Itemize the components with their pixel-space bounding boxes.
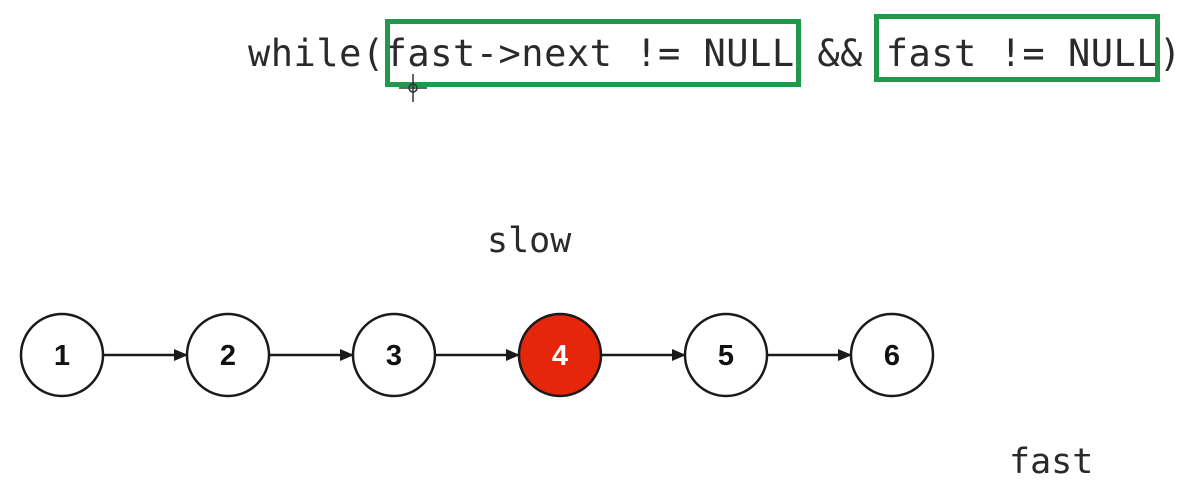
list-node-1 [19, 312, 105, 398]
list-node-label: 5 [718, 340, 734, 372]
code-and-operator: && [794, 32, 886, 75]
code-condition-fast: fast != NULL [885, 32, 1160, 75]
list-node-4 [517, 312, 603, 398]
list-node-label: 4 [552, 340, 568, 372]
highlight-box-fast [874, 14, 1160, 82]
list-node-label: 2 [220, 340, 236, 372]
slow-pointer-label: slow [487, 221, 572, 261]
list-node-label: 3 [386, 340, 402, 372]
list-node-label: 6 [884, 340, 900, 372]
list-node-6 [849, 312, 935, 398]
list-node-5 [683, 312, 769, 398]
code-prefix: while( [248, 32, 385, 75]
list-node-3 [351, 312, 437, 398]
list-node-2 [185, 312, 271, 398]
fast-pointer-label: fast [1009, 442, 1094, 482]
code-suffix: ) [1159, 32, 1177, 75]
highlight-box-fast-next [385, 19, 801, 87]
code-condition-line: while(fast->next != NULL && fast != NULL… [248, 28, 1177, 80]
list-node-label: 1 [54, 340, 70, 372]
code-condition-fast-next: fast->next != NULL [384, 32, 795, 75]
crosshair-cursor-icon [399, 74, 427, 102]
